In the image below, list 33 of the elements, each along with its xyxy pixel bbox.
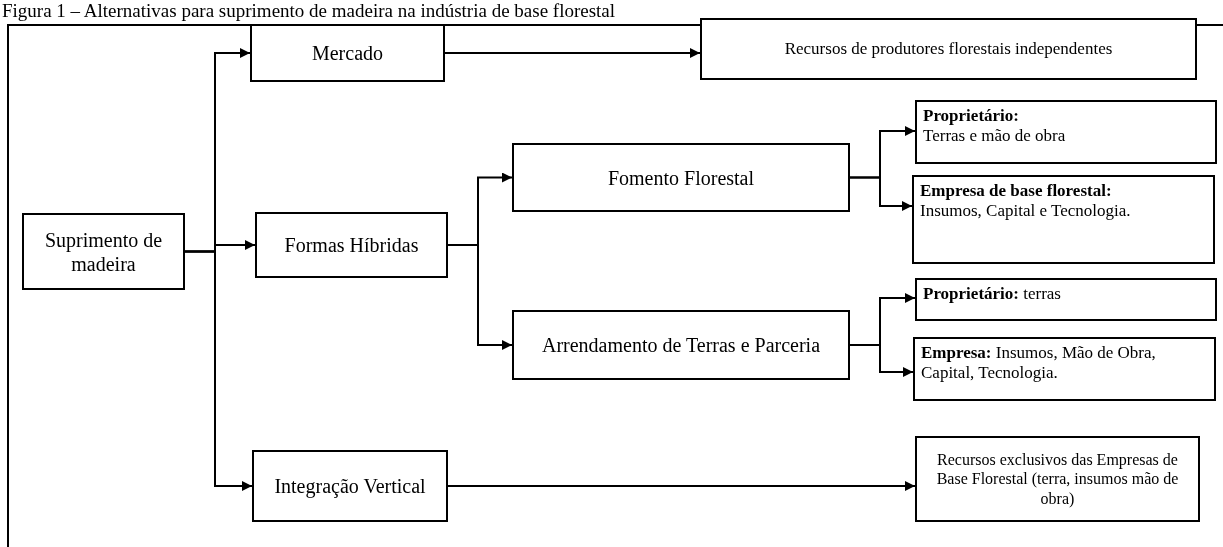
process-box — [512, 310, 850, 380]
node-heading: Empresa de base florestal: — [920, 181, 1113, 202]
node-text: Suprimento de madeira — [43, 227, 164, 276]
node-text: Recursos exclusivos das Empresas de Base Florestal (terra, insumos mão de obra) — [935, 450, 1180, 508]
arrow — [447, 244, 513, 350]
process-box — [912, 175, 1215, 264]
node-text: Arrendamento de Terras e Parceria — [540, 333, 822, 357]
process-box — [915, 100, 1217, 164]
process-box — [250, 24, 445, 82]
process-box — [700, 18, 1197, 80]
node-text: Fomento Florestal — [606, 165, 756, 190]
node-text: Terras e mão de obra — [923, 126, 1067, 147]
node-text: Insumos, Capital e Tecnologia. — [920, 201, 1132, 222]
node-text: Proprietário: terras — [923, 284, 1062, 305]
process-box — [512, 143, 850, 212]
node-text: Formas Híbridas — [283, 233, 420, 257]
arrow — [444, 48, 701, 58]
process-box — [252, 450, 448, 522]
process-box — [913, 337, 1216, 401]
process-box — [255, 212, 448, 278]
node-text: Empresa: Insumos, Mão de Obra, Capital, Tecnologia. — [921, 343, 1157, 384]
figure-title: Figura 1 – Alternativas para suprimento de madeira na indústria de base florestal — [2, 0, 616, 22]
arrow — [184, 250, 253, 491]
node-text: Integração Vertical — [273, 474, 427, 498]
arrow — [849, 176, 913, 211]
process-box — [22, 213, 185, 290]
process-box — [915, 436, 1200, 522]
node-text: Recursos de produtores florestais independentes — [783, 38, 1114, 60]
arrow — [849, 344, 914, 377]
node-heading: Proprietário: — [923, 106, 1020, 127]
process-box — [915, 278, 1217, 321]
arrow — [447, 481, 916, 491]
node-text: Mercado — [310, 41, 385, 65]
